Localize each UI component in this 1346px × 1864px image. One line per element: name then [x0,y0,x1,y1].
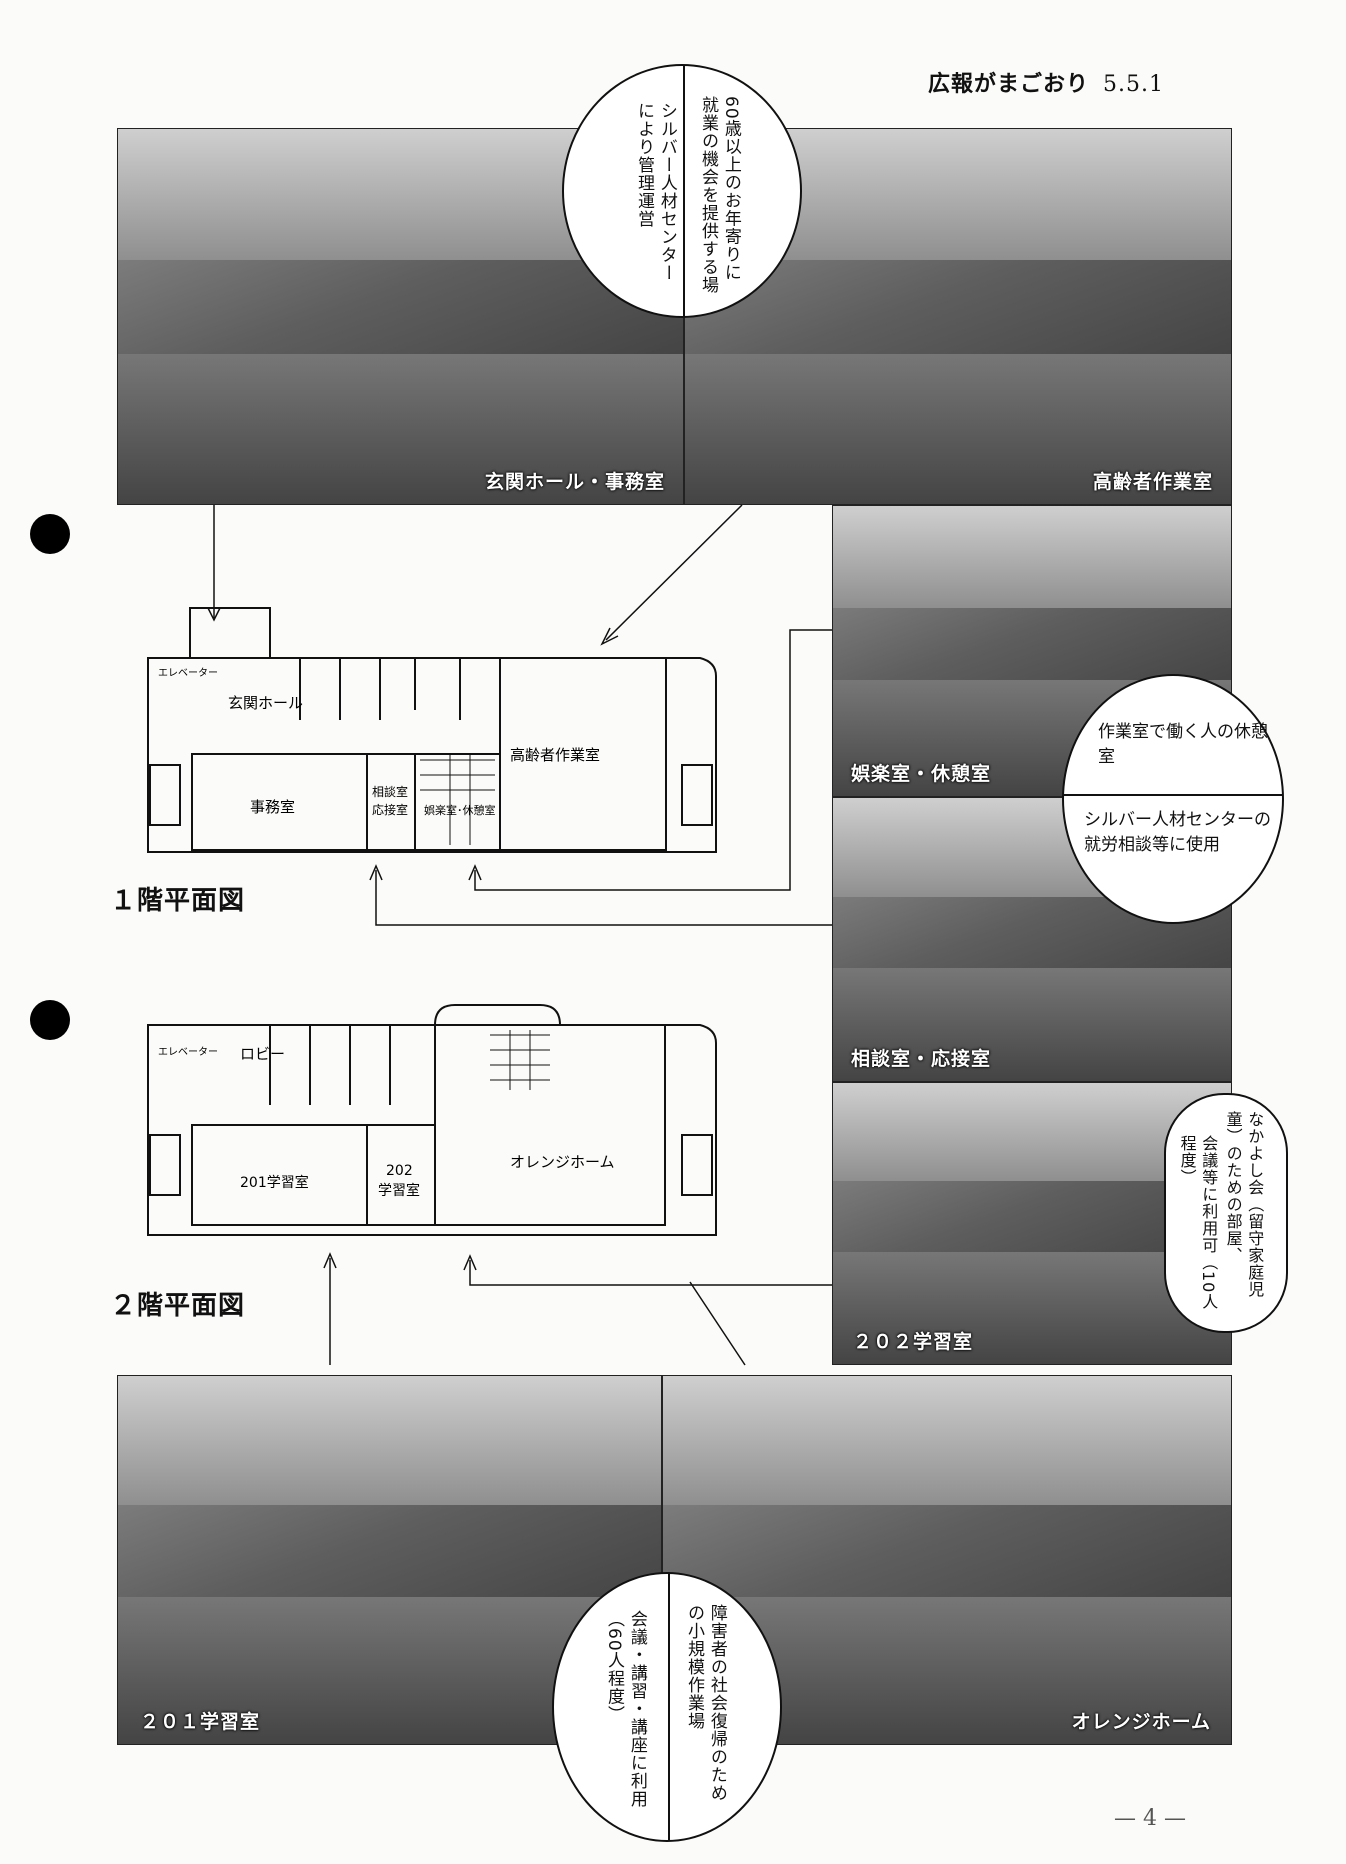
floor-plan-2: エレベーター ロビー 201学習室 202 学習室 オレンジホーム ２階平面図 [110,995,730,1321]
callout-text: 障害者の社会復帰のための小規模作業場 [683,1604,727,1802]
arrow-head [323,1252,337,1269]
page-number: — 4 — [1114,1806,1186,1831]
binding-hole-top [30,514,70,554]
plan-title: ２階平面図 [110,1291,246,1321]
callout-text: シルバー人材センターの就労相談等に使用 [1084,810,1271,855]
connector-line [689,1281,746,1366]
callout-text: なかよし会（留守家庭児童）のための部屋、 [1223,1111,1265,1298]
connector-line [605,504,743,641]
photo-caption: オレンジホーム [1071,1711,1211,1733]
plan-label: ロビー [240,1045,285,1063]
callout-divider [683,66,685,316]
photo-caption: 相談室・応接室 [851,1048,992,1070]
callout-divider [1064,794,1282,796]
plan-label: 事務室 [250,798,295,816]
plan-label: オレンジホーム [510,1153,615,1171]
photo-caption: 玄関ホール・事務室 [484,471,665,493]
arrow-head [369,864,383,881]
callout-text: 会議・講習・講座に利用（60人程度） [603,1610,647,1808]
connector-line [474,629,832,891]
photo-caption: 娯楽室・休憩室 [851,763,992,785]
plan-label: 応接室 [372,802,408,817]
plan-label: 相談室 [372,784,408,799]
photo-caption: 高齢者作業室 [1092,471,1213,493]
callout-text: 60歳以上のお年寄りに就業の機会を提供する場 [697,96,741,294]
callout-divider [668,1574,670,1840]
photo-entrance-hall: 玄関ホール・事務室 [117,128,684,505]
callout-work-room: シルバー人材センターにより管理運営 60歳以上のお年寄りに就業の機会を提供する場 [562,64,802,318]
callout-study-202: なかよし会（留守家庭児童）のための部屋、 会議等に利用可（10人程度） [1164,1093,1288,1333]
callout-text: 作業室で働く人の休憩室 [1098,722,1268,767]
arrow-head [463,1254,477,1271]
plan-label: 高齢者作業室 [510,746,600,764]
callout-rest-consult: 作業室で働く人の休憩室 シルバー人材センターの就労相談等に使用 [1062,674,1284,924]
callout-text: シルバー人材センターにより管理運営 [633,102,677,282]
plan-label: エレベーター [158,667,218,679]
newsletter-title: 広報がまごおり [928,72,1090,97]
arrow-head [207,607,221,622]
floor-plan-1: エレベーター 玄関ホール 事務室 相談室 応接室 娯楽室･休憩室 高齢者作業室 … [110,600,730,916]
issue-date: 5.5.1 [1103,72,1164,97]
callout-text: 会議等に利用可（10人程度） [1177,1135,1219,1311]
floor-plan-2-drawing: エレベーター ロビー 201学習室 202 学習室 オレンジホーム [147,1004,717,1236]
arrow-head [468,864,482,881]
plan-label: エレベーター [158,1046,218,1058]
floor-plan-1-drawing: エレベーター 玄関ホール 事務室 相談室 応接室 娯楽室･休憩室 高齢者作業室 [147,607,717,853]
plan-label: 学習室 [378,1182,420,1199]
plan-label: 201学習室 [240,1174,309,1191]
binding-hole-bottom [30,1000,70,1040]
plan-label: 202 [386,1163,413,1179]
photo-consult-room: 相談室・応接室 [832,797,1232,1082]
arrow-head [600,627,619,646]
connector-line [469,1260,832,1286]
photo-caption: ２０１学習室 [140,1711,261,1733]
callout-bottom: 会議・講習・講座に利用（60人程度） 障害者の社会復帰のための小規模作業場 [552,1572,782,1842]
connector-line [375,870,832,926]
page-header: 広報がまごおり 5.5.1 [928,66,1164,98]
plan-label: 玄関ホール [228,694,303,712]
photo-caption: ２０２学習室 [853,1331,974,1353]
plan-label: 娯楽室･休憩室 [424,803,496,817]
plan-title: １階平面図 [110,886,246,916]
